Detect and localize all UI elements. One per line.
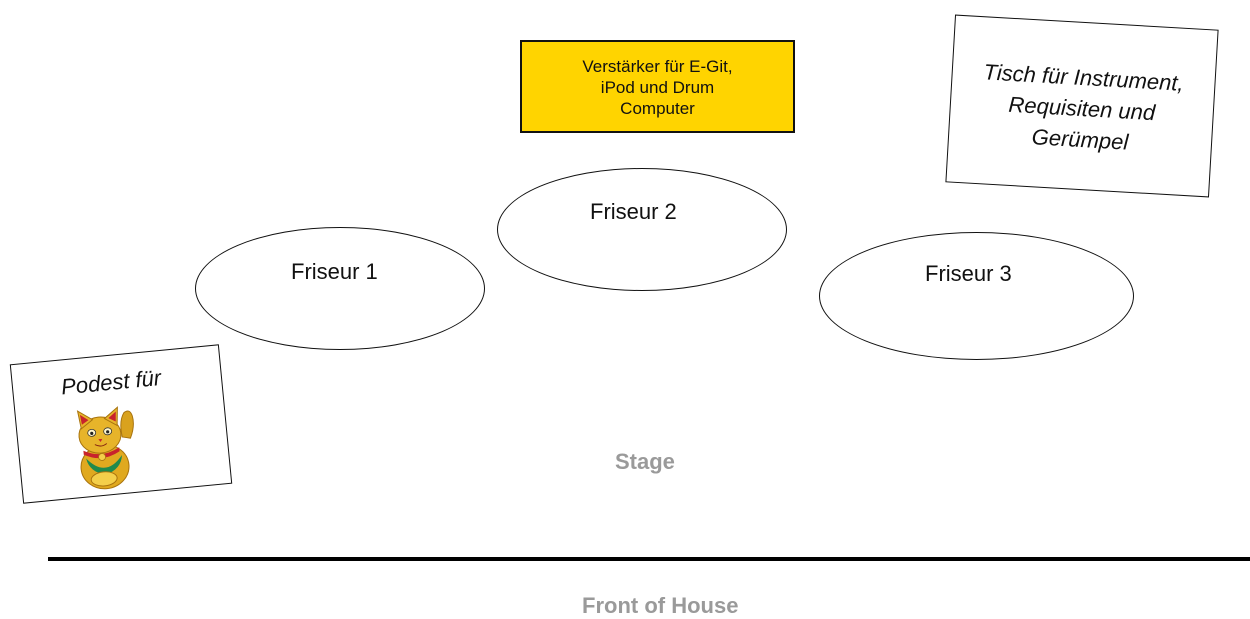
stage-label: Stage	[615, 449, 675, 474]
amplifier-label: Verstärker für E-Git, iPod und Drum Comp…	[582, 56, 733, 118]
table-label: Tisch für Instrument, Requisiten und Ger…	[982, 58, 1185, 155]
amplifier-box: Verstärker für E-Git, iPod und Drum Comp…	[520, 40, 795, 133]
friseur-1-label: Friseur 1	[291, 259, 378, 284]
stage-divider-line	[48, 557, 1250, 561]
friseur-1-ellipse	[195, 227, 485, 350]
lucky-cat-image	[76, 406, 134, 490]
table-box: Tisch für Instrument, Requisiten und Ger…	[945, 14, 1219, 198]
friseur-3-ellipse	[819, 232, 1134, 360]
podest-label: Podest für	[59, 365, 163, 400]
podest-box: Podest für	[9, 344, 233, 504]
friseur-3-label: Friseur 3	[925, 261, 1012, 286]
friseur-2-label: Friseur 2	[590, 199, 677, 224]
friseur-2-ellipse	[497, 168, 787, 291]
front-of-house-label: Front of House	[582, 593, 739, 618]
